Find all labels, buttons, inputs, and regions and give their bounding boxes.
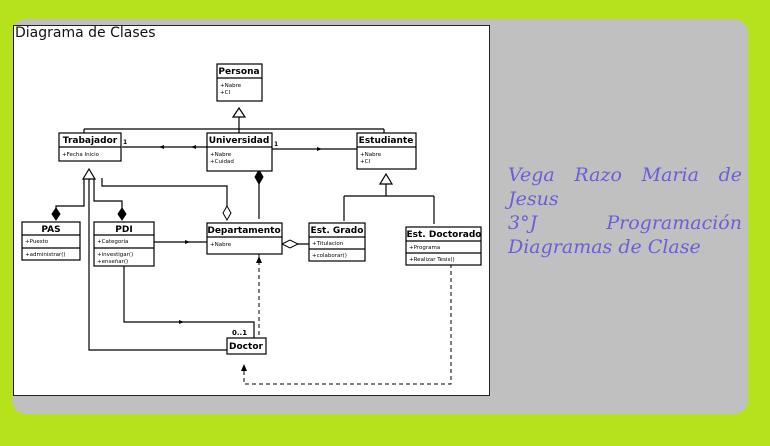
est-doctorado-attr-1: +Programa xyxy=(409,245,440,251)
est-grado-op-1: +colaborar() xyxy=(312,253,347,259)
persona-attr-2: +CI xyxy=(220,90,230,96)
pdi-name: PDI xyxy=(115,225,132,235)
class-pas xyxy=(21,221,81,261)
persona-attr-1: +Nabre xyxy=(220,83,242,89)
class-estudiante xyxy=(356,132,417,170)
est-grado-name: Est. Grado xyxy=(311,226,364,236)
caption-line-2: Jesus xyxy=(508,188,559,210)
doctor-name: Doctor xyxy=(229,342,263,352)
est-grado-attr-1: +Titulacion xyxy=(312,241,344,247)
class-pdi xyxy=(93,221,155,267)
trabajador-name: Trabajador xyxy=(63,136,118,146)
universidad-attr-1: +Nabre xyxy=(210,152,232,158)
est-doctorado-op-1: +Realizar Tesis() xyxy=(409,257,455,263)
universidad-attr-2: +Cuidad xyxy=(210,159,234,165)
uml-diagram: Persona +Nabre +CI Trabajador +Fecha Ini… xyxy=(21,63,482,385)
trabajador-attr-1: +Fecha Inicio xyxy=(62,152,100,158)
pas-attr-1: +Puesto xyxy=(25,239,49,245)
estudiante-attr-2: +CI xyxy=(360,159,370,165)
class-departamento xyxy=(206,222,283,255)
estudiante-attr-1: +Nabre xyxy=(360,152,382,158)
pdi-op-1: +investigar() xyxy=(97,252,133,258)
caption-line-4: Diagramas de Clase xyxy=(508,236,701,258)
mult-uni-est: 1 xyxy=(274,141,278,148)
class-universidad xyxy=(206,132,273,172)
pas-op-1: +administrar() xyxy=(25,252,66,258)
class-est-grado xyxy=(308,222,366,262)
departamento-attr-1: +Nabre xyxy=(210,242,232,248)
caption-line-3: 3°J Programación xyxy=(508,212,742,234)
mult-uni-trab: 1 xyxy=(123,139,127,146)
class-est-doctorado xyxy=(405,226,482,266)
author-caption: Vega Razo Maria de Jesus 3°J Programació… xyxy=(508,163,742,259)
departamento-name: Departamento xyxy=(207,226,280,236)
pdi-attr-1: +Categoria xyxy=(97,239,128,245)
class-diagram-figure: Diagrama de Clases xyxy=(13,25,490,396)
caption-line-1: Vega Razo Maria de xyxy=(508,164,742,186)
est-doctorado-name: Est. Doctorado xyxy=(407,230,482,240)
pas-name: PAS xyxy=(41,225,60,235)
universidad-name: Universidad xyxy=(209,136,270,146)
diagram-title: Diagrama de Clases xyxy=(15,25,156,41)
mult-doctor: 0..1 xyxy=(232,329,247,337)
pdi-op-2: +enseñar() xyxy=(97,259,128,265)
persona-name: Persona xyxy=(218,67,259,77)
estudiante-name: Estudiante xyxy=(359,136,414,146)
class-persona xyxy=(216,63,263,102)
class-doctor xyxy=(226,337,267,355)
